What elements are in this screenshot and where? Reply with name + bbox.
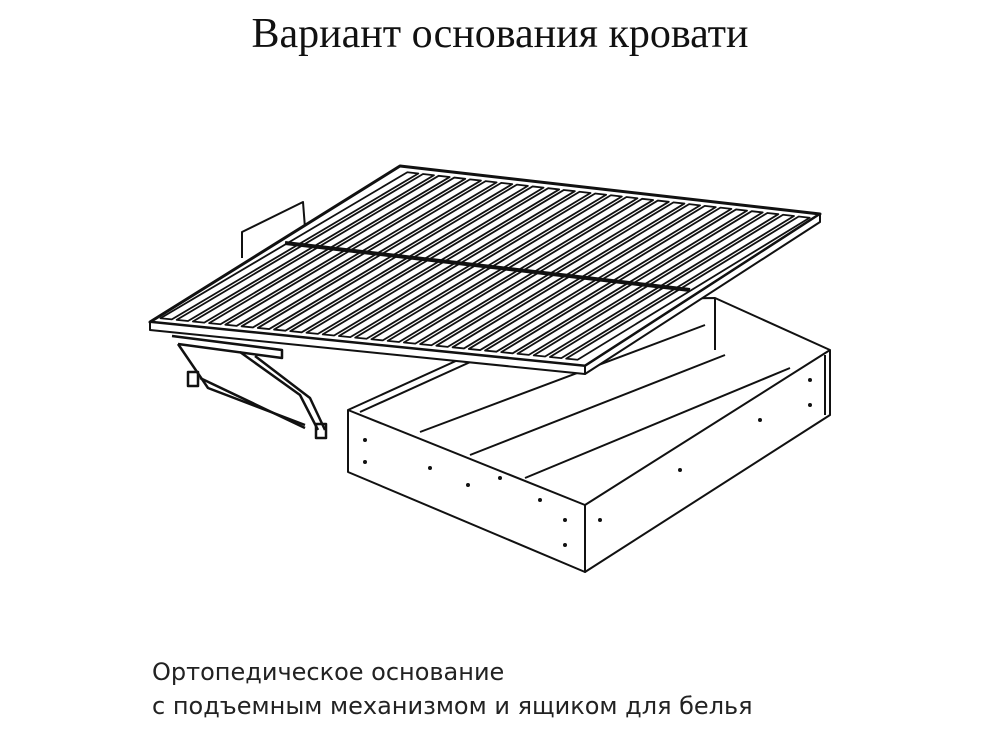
screw-dot — [466, 483, 470, 487]
page-title: Вариант основания кровати — [251, 11, 749, 57]
screw-dot — [363, 460, 367, 464]
screw-dot — [363, 438, 367, 442]
screw-dot — [563, 518, 567, 522]
lift-mechanism — [171, 334, 328, 440]
caption-line-1: Ортопедическое основание — [152, 658, 505, 686]
frame-handle — [241, 201, 306, 258]
storage-box — [347, 297, 831, 573]
screw-dot — [598, 518, 602, 522]
screw-dot — [808, 378, 812, 382]
screw-dot — [428, 466, 432, 470]
caption-line-2: с подъемным механизмом и ящиком для бель… — [152, 692, 753, 720]
screw-dot — [758, 418, 762, 422]
slatted-frame — [148, 164, 822, 375]
screw-dot — [678, 468, 682, 472]
caption: Ортопедическое основание с подъемным мех… — [152, 655, 753, 723]
slat — [175, 173, 435, 322]
screw-dot — [563, 543, 567, 547]
slat — [159, 171, 420, 321]
screw-dot — [498, 476, 502, 480]
screw-dot — [808, 403, 812, 407]
screw-dot — [538, 498, 542, 502]
